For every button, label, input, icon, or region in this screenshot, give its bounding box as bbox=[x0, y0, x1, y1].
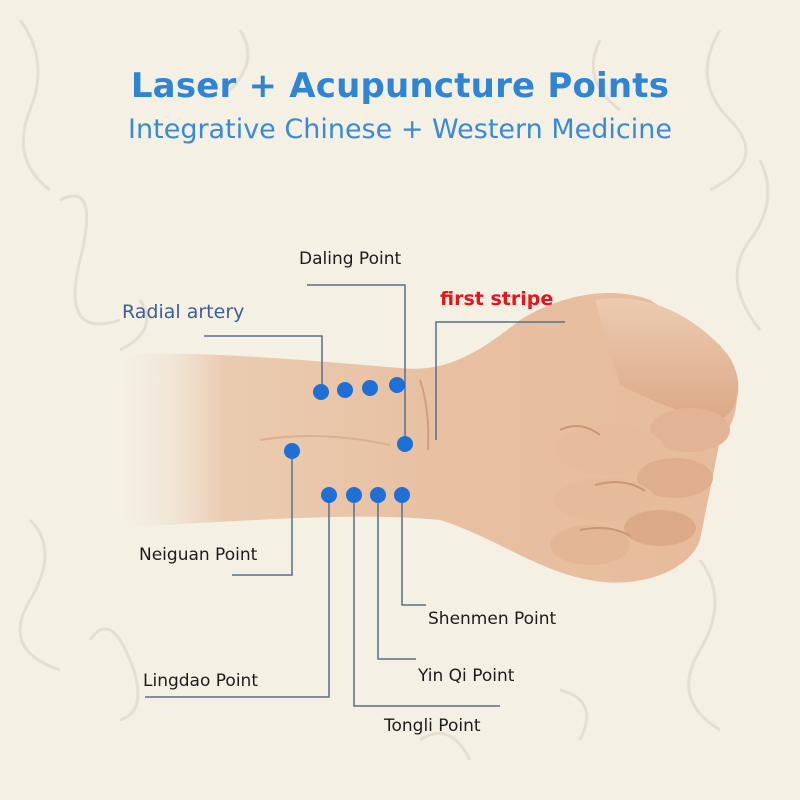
acupoint-tongli bbox=[346, 487, 362, 503]
acupoint-radial-3 bbox=[362, 380, 378, 396]
acupoint-radial-1 bbox=[313, 384, 329, 400]
label-lingdao-point: Lingdao Point bbox=[143, 671, 258, 691]
page-title: Laser + Acupuncture Points bbox=[130, 66, 670, 106]
calligraphy-texture bbox=[18, 19, 770, 761]
fist bbox=[550, 298, 739, 565]
page-subtitle: Integrative Chinese + Western Medicine bbox=[128, 114, 672, 145]
label-yin-qi-point: Yin Qi Point bbox=[418, 666, 515, 686]
leader-line-neiguan bbox=[232, 452, 293, 576]
wrist-crease bbox=[419, 379, 430, 451]
acupoint-yin-qi bbox=[370, 487, 386, 503]
label-tongli-point: Tongli Point bbox=[384, 716, 481, 736]
leader-line-yin-qi bbox=[377, 496, 416, 660]
acupoint-shenmen bbox=[394, 487, 410, 503]
leader-line-radial-artery bbox=[204, 335, 323, 388]
label-daling-point: Daling Point bbox=[299, 249, 402, 269]
tendon-shadow bbox=[259, 435, 391, 446]
acupoint-radial-2 bbox=[337, 382, 353, 398]
leader-line-shenmen bbox=[401, 496, 426, 606]
leader-lines bbox=[145, 284, 565, 707]
acupoint-daling bbox=[397, 436, 413, 452]
leader-line-tongli bbox=[353, 496, 500, 707]
label-first-stripe: first stripe bbox=[440, 288, 554, 310]
leader-line-daling bbox=[307, 284, 406, 442]
acupoint-neiguan bbox=[284, 443, 300, 459]
acupoint-radial-4 bbox=[389, 377, 405, 393]
acupoint-lingdao bbox=[321, 487, 337, 503]
leader-line-first-stripe bbox=[435, 321, 565, 440]
label-radial-artery: Radial artery bbox=[122, 301, 245, 323]
leader-line-lingdao bbox=[145, 496, 330, 698]
label-shenmen-point: Shenmen Point bbox=[428, 609, 557, 629]
label-neiguan-point: Neiguan Point bbox=[139, 545, 258, 565]
